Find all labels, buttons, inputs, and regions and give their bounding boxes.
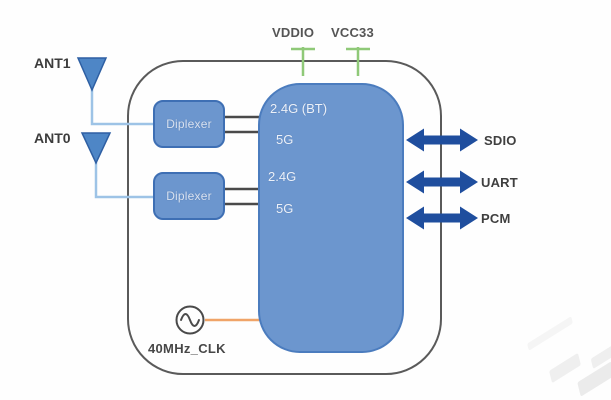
radio-block bbox=[258, 83, 404, 353]
vcc33-label: VCC33 bbox=[331, 25, 374, 40]
uart-label: UART bbox=[481, 175, 518, 190]
radio-port-24g-bt: 2.4G (BT) bbox=[270, 101, 328, 116]
uart-bidirectional-arrow-icon bbox=[406, 170, 478, 194]
sdio-label: SDIO bbox=[484, 133, 517, 148]
pcm-bidirectional-arrow-icon bbox=[406, 206, 478, 230]
diplexer-block-1: Diplexer bbox=[153, 100, 225, 148]
clock-label: 40MHz_CLK bbox=[148, 341, 226, 356]
ant1-wire bbox=[90, 88, 155, 126]
ant0-antenna-icon bbox=[80, 132, 112, 165]
oscillator-sine-icon bbox=[180, 313, 200, 327]
radio-port-5g-top: 5G bbox=[276, 132, 294, 147]
radio-port-5g-bottom: 5G bbox=[276, 201, 294, 216]
ant0-label: ANT0 bbox=[34, 130, 71, 146]
diplexer-1-label: Diplexer bbox=[166, 117, 212, 131]
ant1-label: ANT1 bbox=[34, 55, 71, 71]
pcm-label: PCM bbox=[481, 211, 511, 226]
ant0-wire bbox=[94, 161, 155, 199]
vddio-label: VDDIO bbox=[272, 25, 315, 40]
ant1-antenna-icon bbox=[76, 57, 108, 92]
diplexer-block-2: Diplexer bbox=[153, 172, 225, 220]
diplexer-2-label: Diplexer bbox=[166, 189, 212, 203]
radio-port-24g: 2.4G bbox=[268, 169, 297, 184]
sdio-bidirectional-arrow-icon bbox=[406, 128, 478, 152]
